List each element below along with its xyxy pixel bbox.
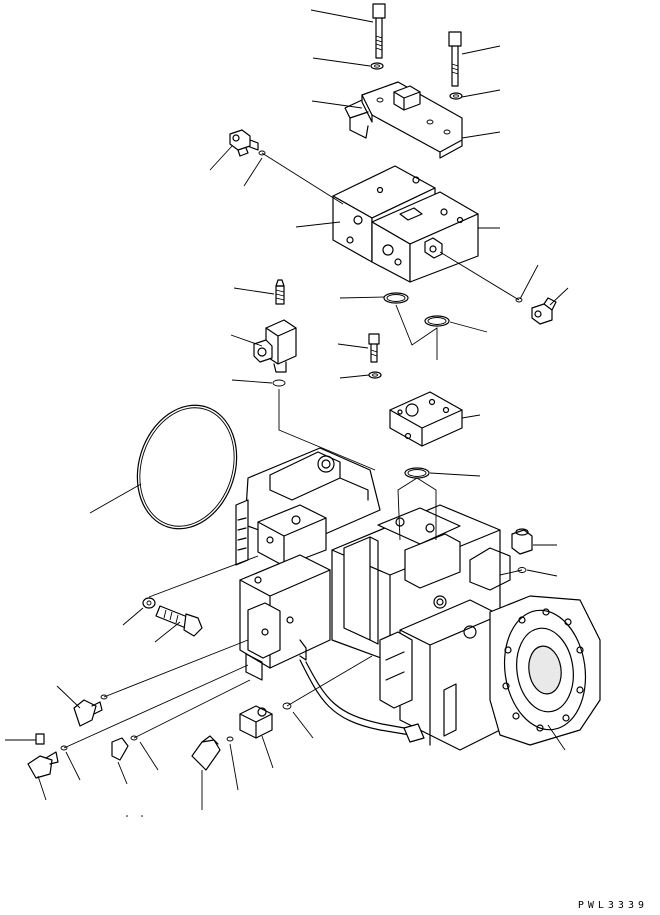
elbow-fitting-bottom-mid — [191, 735, 221, 771]
large-o-ring — [136, 404, 238, 530]
straight-fitting-bottom — [239, 705, 273, 739]
washer-large-left — [142, 597, 156, 609]
main-pump-assembly — [235, 447, 601, 751]
o-ring-small-top — [258, 150, 266, 156]
o-ring-bottom-right — [282, 702, 292, 710]
elbow-fitting-bottom-left — [27, 751, 59, 779]
callout-leader-lines — [5, 9, 569, 810]
washer-left — [370, 62, 384, 70]
elbow-fitting-bottom-center — [111, 737, 129, 761]
washer-center — [368, 371, 382, 379]
adapter-block — [389, 391, 463, 447]
o-ring-lower-left-2 — [60, 745, 68, 751]
o-ring-bottom-mid — [226, 736, 234, 742]
elbow-fitting-lower-left — [73, 699, 103, 727]
pressure-switch-top-left — [229, 129, 259, 157]
mounting-bolt-left — [372, 3, 386, 59]
washer-right — [449, 92, 463, 100]
hex-bolt-left — [155, 605, 203, 637]
cap-screw-center — [368, 333, 380, 363]
o-ring-lower-center — [130, 735, 138, 741]
plug-small-far-left — [35, 733, 45, 745]
control-valve-block — [332, 165, 479, 283]
plug-cartridge — [275, 279, 285, 305]
o-ring-center-left — [383, 292, 409, 304]
o-ring-lower-left-1 — [100, 694, 108, 700]
elbow-fitting-pump-right — [511, 528, 533, 555]
o-ring-lower — [404, 467, 430, 479]
o-ring-solenoid — [272, 379, 286, 387]
elbow-fitting-right — [531, 297, 557, 325]
o-ring-center-right — [424, 315, 450, 327]
solenoid-valve — [253, 319, 297, 373]
stray-marks — [126, 815, 143, 817]
drawing-code-label: PWL3339 — [577, 900, 648, 911]
o-ring-pump-right — [517, 567, 527, 573]
o-ring-small-right — [515, 297, 523, 303]
mounting-bolt-right — [448, 31, 462, 87]
assembly-path-lines — [63, 152, 523, 749]
mounting-bracket — [344, 81, 463, 159]
